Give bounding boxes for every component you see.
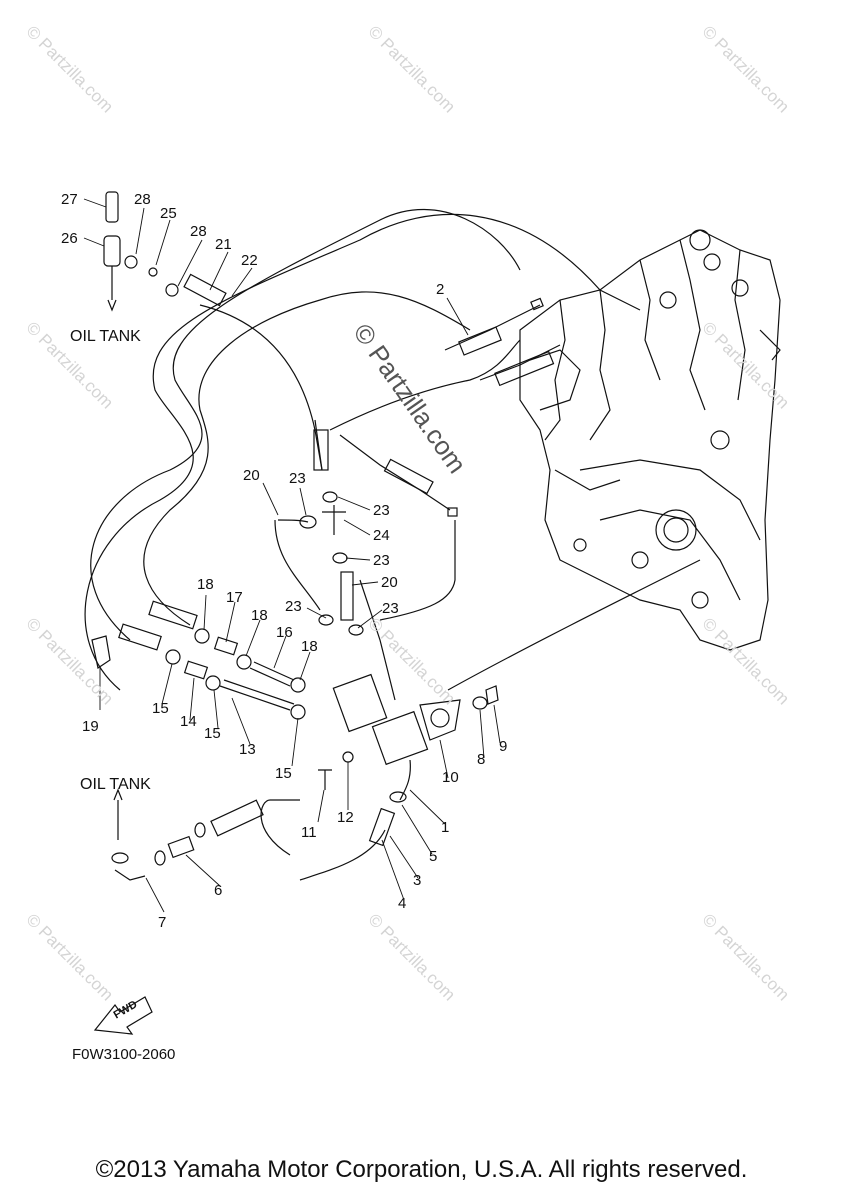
- callout-15[interactable]: 15: [152, 700, 169, 717]
- fwd-arrow-shape: [93, 996, 153, 1035]
- figure-code: F0W3100-2060: [72, 1046, 176, 1063]
- cable-2-drawing: [444, 297, 561, 387]
- callout-23[interactable]: 23: [373, 552, 390, 569]
- callout-6[interactable]: 6: [214, 882, 223, 899]
- callout-16[interactable]: 16: [276, 624, 293, 641]
- callout-14[interactable]: 14: [180, 713, 197, 730]
- tee-fitting-drawing: [103, 191, 227, 312]
- callout-9[interactable]: 9: [499, 738, 508, 755]
- callout-2[interactable]: 2: [436, 281, 445, 298]
- callout-27[interactable]: 27: [61, 191, 78, 208]
- callout-10[interactable]: 10: [442, 769, 459, 786]
- callout-17[interactable]: 17: [226, 589, 243, 606]
- callout-5[interactable]: 5: [429, 848, 438, 865]
- callout-1[interactable]: 1: [441, 819, 450, 836]
- callout-12[interactable]: 12: [337, 809, 354, 826]
- callout-3[interactable]: 3: [413, 872, 422, 889]
- callout-20[interactable]: 20: [381, 574, 398, 591]
- callout-20[interactable]: 20: [243, 467, 260, 484]
- callout-23[interactable]: 23: [382, 600, 399, 617]
- callout-18[interactable]: 18: [251, 607, 268, 624]
- left-hose-fittings-drawing: [91, 600, 306, 720]
- callout-22[interactable]: 22: [241, 252, 258, 269]
- oil-tank-label-top: OIL TANK: [70, 328, 141, 345]
- callout-11[interactable]: 11: [301, 824, 317, 841]
- oil-tank-label-bottom: OIL TANK: [80, 776, 151, 793]
- callout-8[interactable]: 8: [477, 751, 486, 768]
- copyright-footer: ©2013 Yamaha Motor Corporation, U.S.A. A…: [95, 1156, 748, 1183]
- bottom-oil-line-drawing: [111, 788, 264, 881]
- callout-24[interactable]: 24: [373, 527, 390, 544]
- callout-28[interactable]: 28: [190, 223, 207, 240]
- callout-21[interactable]: 21: [215, 236, 232, 253]
- callout-25[interactable]: 25: [160, 205, 177, 222]
- cable-lower-drawing: [313, 419, 458, 517]
- callout-7[interactable]: 7: [158, 914, 167, 931]
- callout-18[interactable]: 18: [197, 576, 214, 593]
- callout-13[interactable]: 13: [239, 741, 256, 758]
- callout-26[interactable]: 26: [61, 230, 78, 247]
- callout-28[interactable]: 28: [134, 191, 151, 208]
- pump-assembly-drawing: [274, 491, 499, 847]
- callout-15[interactable]: 15: [275, 765, 292, 782]
- callout-23[interactable]: 23: [373, 502, 390, 519]
- callout-18[interactable]: 18: [301, 638, 318, 655]
- engine-block-drawing: [519, 229, 781, 651]
- callout-4[interactable]: 4: [398, 895, 407, 912]
- oil-hose-lines: [84, 209, 701, 881]
- callout-15[interactable]: 15: [204, 725, 221, 742]
- callout-leader-lines: [83, 198, 501, 913]
- callout-23[interactable]: 23: [285, 598, 302, 615]
- callout-23[interactable]: 23: [289, 470, 306, 487]
- callout-19[interactable]: 19: [82, 718, 99, 735]
